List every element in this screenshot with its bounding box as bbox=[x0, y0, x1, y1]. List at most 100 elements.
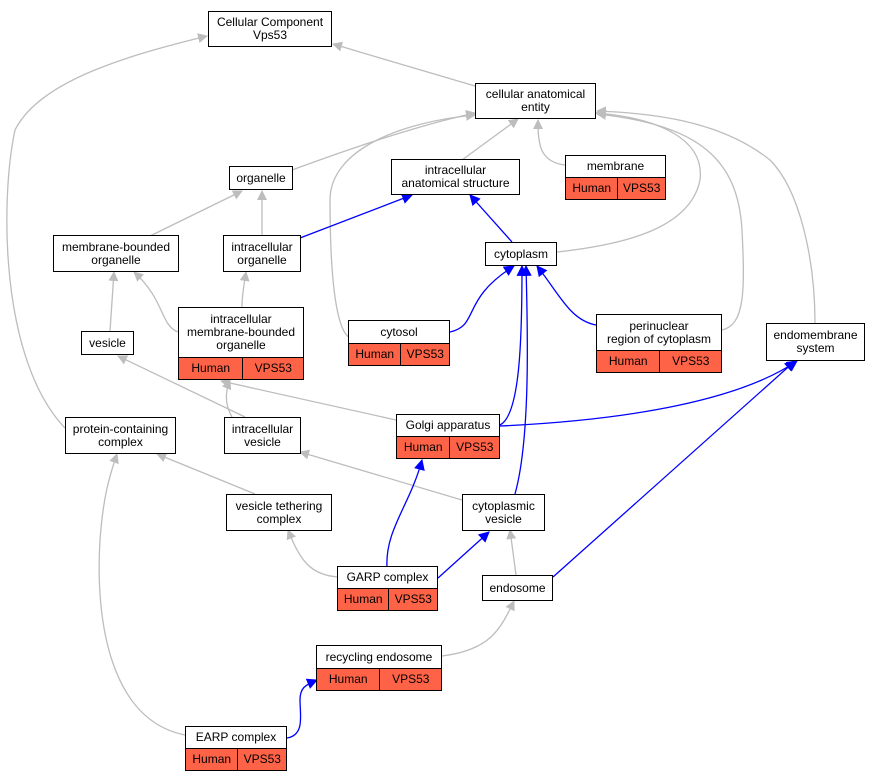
edge-membrane-cae bbox=[533, 119, 566, 166]
edge-ias-cae bbox=[461, 118, 519, 161]
species-cell: Human bbox=[397, 437, 451, 458]
edge-cytosol-cytoplasm bbox=[449, 265, 515, 333]
edge-endosome-cvesicle bbox=[506, 529, 517, 576]
part-of-edges bbox=[286, 193, 798, 739]
gene-cell: VPS53 bbox=[406, 347, 444, 361]
node-label: endomembrane system bbox=[773, 328, 858, 355]
node-label: recycling endosome bbox=[325, 649, 433, 664]
node-label: intracellular anatomical structure bbox=[401, 163, 510, 190]
edge-garp-vtc bbox=[286, 529, 339, 578]
species-cell: Human bbox=[317, 669, 381, 690]
node-label: organelle bbox=[236, 170, 286, 185]
node-label: protein-containing complex bbox=[72, 421, 169, 449]
node-garp-complex[interactable]: GARP complex Human VPS53 bbox=[337, 566, 438, 611]
node-cellular-component-root[interactable]: Cellular Component Vps53 bbox=[208, 11, 332, 47]
edge-cvesicle-ivesicle bbox=[299, 449, 463, 501]
edge-pcc-root bbox=[6, 33, 208, 429]
node-label: vesicle tethering complex bbox=[235, 498, 323, 526]
annotation-row: Human VPS53 bbox=[349, 343, 449, 365]
edge-cae-root bbox=[332, 41, 476, 87]
gene-cell: VPS53 bbox=[623, 181, 661, 195]
edge-golgi-cytoplasm bbox=[499, 264, 528, 426]
annotation-row: Human VPS53 bbox=[317, 668, 441, 690]
node-label: membrane-bounded organelle bbox=[61, 239, 171, 267]
node-label: membrane bbox=[586, 159, 645, 173]
edge-imbo-mbo bbox=[133, 271, 179, 333]
edge-io-ias bbox=[299, 193, 414, 239]
species-cell: Human bbox=[186, 749, 239, 770]
annotation-row: Human VPS53 bbox=[179, 357, 303, 379]
node-label: EARP complex bbox=[195, 730, 277, 744]
node-golgi-apparatus[interactable]: Golgi apparatus Human VPS53 bbox=[396, 414, 500, 459]
edge-cytosol-cae bbox=[329, 110, 476, 339]
species-cell: Human bbox=[597, 351, 661, 372]
node-cytoplasm[interactable]: cytoplasm bbox=[485, 242, 557, 266]
edge-earp-pcc bbox=[98, 453, 186, 736]
annotation-row: Human VPS53 bbox=[597, 350, 721, 372]
edge-golgi-endosys bbox=[499, 360, 798, 427]
node-membrane[interactable]: membrane Human VPS53 bbox=[565, 155, 666, 200]
edge-golgi-imbo bbox=[220, 378, 397, 421]
node-label: perinuclear region of cytoplasm bbox=[606, 318, 712, 346]
species-cell: Human bbox=[349, 344, 402, 365]
node-label: vesicle bbox=[89, 335, 126, 350]
edge-mbo-organelle bbox=[149, 190, 243, 237]
node-label: Cellular Component Vps53 bbox=[216, 15, 324, 42]
gene-cell: VPS53 bbox=[254, 361, 292, 375]
node-label: GARP complex bbox=[346, 570, 429, 584]
gene-cell: VPS53 bbox=[243, 752, 281, 766]
node-label: intracellular organelle bbox=[231, 239, 293, 267]
node-label: intracellular membrane-bounded organelle bbox=[186, 312, 296, 352]
is-a-edges bbox=[6, 33, 816, 736]
node-label: intracellular vesicle bbox=[231, 421, 294, 449]
edge-cvesicle-cytoplasm bbox=[514, 264, 532, 495]
species-cell: Human bbox=[338, 589, 390, 610]
node-organelle[interactable]: organelle bbox=[229, 166, 293, 190]
node-recycling-endosome[interactable]: recycling endosome Human VPS53 bbox=[316, 645, 442, 691]
edge-pnr-cae bbox=[596, 109, 745, 331]
node-membrane-bounded-organelle[interactable]: membrane-bounded organelle bbox=[53, 235, 179, 272]
node-endosome[interactable]: endosome bbox=[482, 575, 553, 601]
node-label: Golgi apparatus bbox=[405, 418, 491, 432]
edge-pnr-cytoplasm bbox=[536, 265, 597, 326]
gene-cell: VPS53 bbox=[394, 592, 432, 606]
node-intracellular-membrane-bounded-organelle[interactable]: intracellular membrane-bounded organelle… bbox=[178, 307, 304, 380]
node-cytoplasmic-vesicle[interactable]: cytoplasmic vesicle bbox=[462, 494, 545, 531]
edge-endosys-cae bbox=[596, 106, 816, 324]
edge-earp-recycling bbox=[286, 678, 319, 739]
annotation-row: Human VPS53 bbox=[397, 436, 499, 458]
node-label: endosome bbox=[489, 580, 546, 595]
node-label: cytoplasmic vesicle bbox=[472, 498, 535, 526]
edge-vesicle-mbo bbox=[108, 271, 119, 332]
edge-garp-golgi bbox=[386, 458, 425, 568]
node-endomembrane-system[interactable]: endomembrane system bbox=[766, 323, 865, 361]
gene-cell: VPS53 bbox=[392, 672, 430, 686]
edge-recycling-endosome bbox=[441, 600, 515, 657]
node-cytosol[interactable]: cytosol Human VPS53 bbox=[348, 320, 450, 366]
species-cell: Human bbox=[179, 358, 244, 379]
annotation-row: Human VPS53 bbox=[338, 588, 437, 610]
edge-endosome-endosys bbox=[552, 360, 796, 578]
node-intracellular-vesicle[interactable]: intracellular vesicle bbox=[224, 417, 301, 454]
node-label: cytoplasm bbox=[493, 246, 549, 261]
edge-vtc-pcc bbox=[156, 452, 256, 495]
node-label: cellular anatomical entity bbox=[485, 87, 586, 114]
species-cell: Human bbox=[566, 178, 619, 199]
node-label: cytosol bbox=[380, 324, 418, 339]
edge-imbo-io bbox=[239, 271, 250, 308]
node-intracellular-organelle[interactable]: intracellular organelle bbox=[223, 235, 301, 272]
node-vesicle[interactable]: vesicle bbox=[81, 331, 134, 355]
annotation-row: Human VPS53 bbox=[186, 748, 286, 770]
annotation-row: Human VPS53 bbox=[566, 177, 665, 199]
node-perinuclear-region-of-cytoplasm[interactable]: perinuclear region of cytoplasm Human VP… bbox=[596, 314, 722, 373]
gene-cell: VPS53 bbox=[456, 440, 494, 454]
node-earp-complex[interactable]: EARP complex Human VPS53 bbox=[185, 726, 287, 771]
node-intracellular-anatomical-structure[interactable]: intracellular anatomical structure bbox=[391, 159, 520, 195]
node-protein-containing-complex[interactable]: protein-containing complex bbox=[65, 417, 176, 454]
edge-ivesicle-vesicle bbox=[117, 355, 246, 418]
node-vesicle-tethering-complex[interactable]: vesicle tethering complex bbox=[226, 494, 332, 531]
node-cellular-anatomical-entity[interactable]: cellular anatomical entity bbox=[475, 83, 596, 119]
gene-cell: VPS53 bbox=[672, 354, 710, 368]
edge-ivesicle-imbo bbox=[221, 379, 233, 418]
